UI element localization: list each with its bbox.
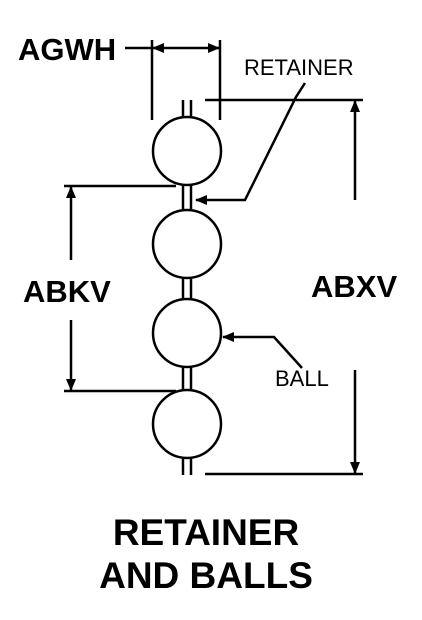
ball-callout-label: BALL: [275, 366, 329, 391]
ball-leader-line: [222, 332, 303, 369]
ball-3: [151, 297, 223, 369]
retainer-callout-label: RETAINER: [244, 55, 354, 80]
ball-1: [151, 115, 223, 187]
abkv-label: ABKV: [23, 274, 111, 309]
ball-4: [151, 388, 223, 460]
agwh-label: AGWH: [18, 32, 116, 67]
agwh-dimension: [125, 40, 222, 120]
retainer-leader-line: [195, 82, 307, 205]
title-line-1: RETAINER: [113, 512, 299, 553]
retainer-wire: [181, 100, 193, 475]
abkv-dimension: [64, 184, 176, 393]
title-line-2: AND BALLS: [99, 555, 313, 596]
ball-2: [151, 208, 223, 280]
abxv-label: ABXV: [311, 269, 397, 304]
abxv-dimension: [205, 98, 363, 476]
